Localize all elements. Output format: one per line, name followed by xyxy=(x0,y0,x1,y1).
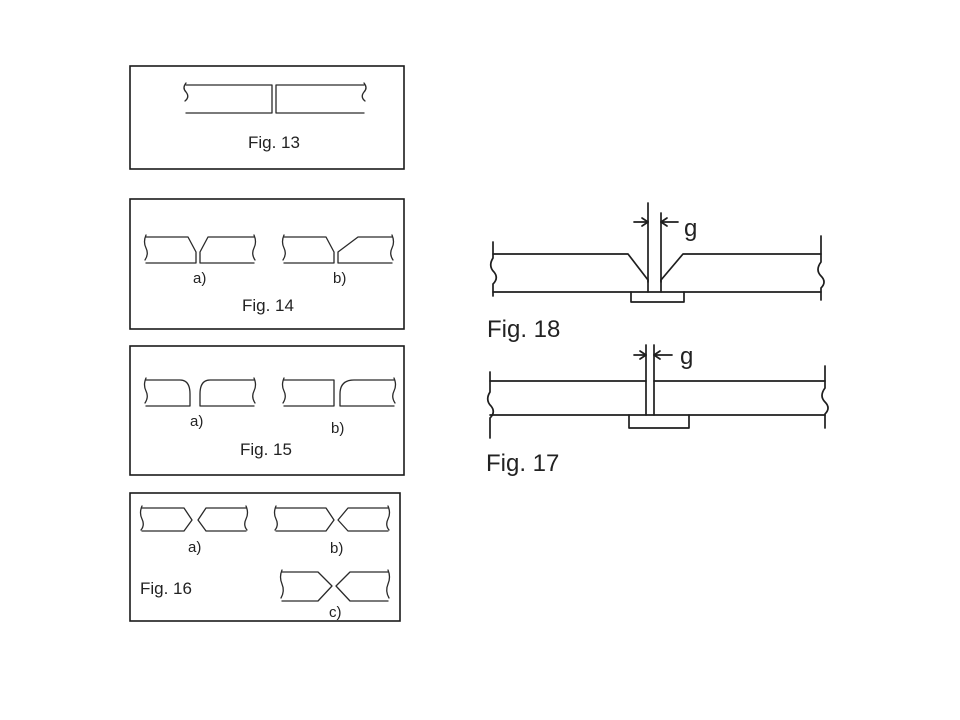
fig16b-right-plate xyxy=(337,507,389,532)
fig18-left-break xyxy=(489,241,498,297)
fig18-left-bevel xyxy=(492,253,649,281)
fig13-right-plate xyxy=(275,84,365,114)
fig16-caption: Fig. 16 xyxy=(140,579,192,598)
fig15b-right-break xyxy=(392,377,397,404)
fig16c-right-plate xyxy=(335,571,389,602)
fig15-label-b: b) xyxy=(331,420,344,437)
fig13-left-break xyxy=(183,82,189,102)
fig16b-left-break xyxy=(273,505,278,531)
fig16a-drawing xyxy=(139,505,249,532)
fig16c-right-break xyxy=(386,569,391,599)
fig16c-left-break xyxy=(279,569,284,599)
fig16c-left-plate xyxy=(281,571,333,602)
fig14b-left-plate xyxy=(283,236,335,264)
fig18-right-bevel xyxy=(660,253,822,281)
fig18-gap-arrows xyxy=(641,217,668,227)
fig14-label-b: b) xyxy=(333,270,346,287)
fig14b-left-break xyxy=(281,234,286,261)
fig16-label-b: b) xyxy=(330,540,343,557)
fig18-gap-label: g xyxy=(684,215,697,242)
fig18-caption: Fig. 18 xyxy=(487,316,560,343)
fig16b-left-plate xyxy=(275,507,335,532)
fig16c-drawing xyxy=(279,569,391,602)
fig17-gap-arrows xyxy=(639,350,661,360)
fig13-panel: Fig. 13 xyxy=(129,65,405,170)
fig13-drawing xyxy=(183,82,367,114)
fig15a-left-break xyxy=(143,377,148,404)
fig16a-right-plate xyxy=(197,507,247,532)
fig13-frame xyxy=(129,65,405,170)
fig14a-left-plate xyxy=(145,236,197,264)
fig15a-right-break xyxy=(252,377,257,404)
fig17-caption: Fig. 17 xyxy=(486,450,559,477)
fig13-right-break xyxy=(361,82,367,102)
fig17-left-plate-top xyxy=(489,380,647,416)
fig18-panel: g Fig. 18 xyxy=(487,202,825,343)
fig14b-right-plate xyxy=(337,236,393,264)
fig16-panel: a) b) c) Fig. 16 xyxy=(129,492,401,622)
fig14a-right-plate xyxy=(199,236,255,264)
fig17-drawing xyxy=(486,344,829,439)
fig13-left-plate xyxy=(185,84,273,114)
fig16a-left-break xyxy=(139,505,144,531)
fig15a-drawing xyxy=(143,377,257,407)
fig15a-left-plate xyxy=(145,379,191,407)
fig14a-left-break xyxy=(143,234,148,261)
fig18-right-break xyxy=(817,235,825,301)
fig17-gap-label: g xyxy=(680,343,693,370)
fig17-right-break xyxy=(821,365,829,429)
fig16a-right-break xyxy=(244,505,249,531)
fig14-panel: a) b) Fig. 14 xyxy=(129,198,405,330)
fig17-right-plate-top xyxy=(653,380,826,416)
fig15-caption: Fig. 15 xyxy=(240,440,292,459)
fig14-label-a: a) xyxy=(193,270,206,287)
fig18-drawing xyxy=(489,202,825,303)
fig17-backing-strip xyxy=(628,414,690,429)
fig16a-left-plate xyxy=(141,507,193,532)
fig14b-drawing xyxy=(281,234,395,264)
fig13-caption: Fig. 13 xyxy=(248,133,300,152)
fig15b-left-break xyxy=(281,377,286,404)
fig15-label-a: a) xyxy=(190,413,203,430)
fig17-panel: g Fig. 17 xyxy=(486,343,829,477)
fig17-left-break xyxy=(486,371,495,439)
fig14b-right-break xyxy=(390,234,395,261)
fig15b-left-plate xyxy=(283,379,335,407)
fig18-backing-strip xyxy=(630,291,685,303)
fig14a-right-break xyxy=(252,234,257,261)
fig15b-right-plate xyxy=(339,379,395,407)
fig14a-drawing xyxy=(143,234,257,264)
fig16-label-c: c) xyxy=(329,604,342,621)
fig15b-drawing xyxy=(281,377,397,407)
fig16-frame xyxy=(129,492,401,622)
fig16-label-a: a) xyxy=(188,539,201,556)
fig15-frame xyxy=(129,345,405,476)
fig14-caption: Fig. 14 xyxy=(242,296,294,315)
fig16b-drawing xyxy=(273,505,391,532)
fig14-frame xyxy=(129,198,405,330)
fig15a-right-plate xyxy=(199,379,255,407)
fig15-panel: a) b) Fig. 15 xyxy=(129,345,405,476)
fig16b-right-break xyxy=(386,505,391,531)
